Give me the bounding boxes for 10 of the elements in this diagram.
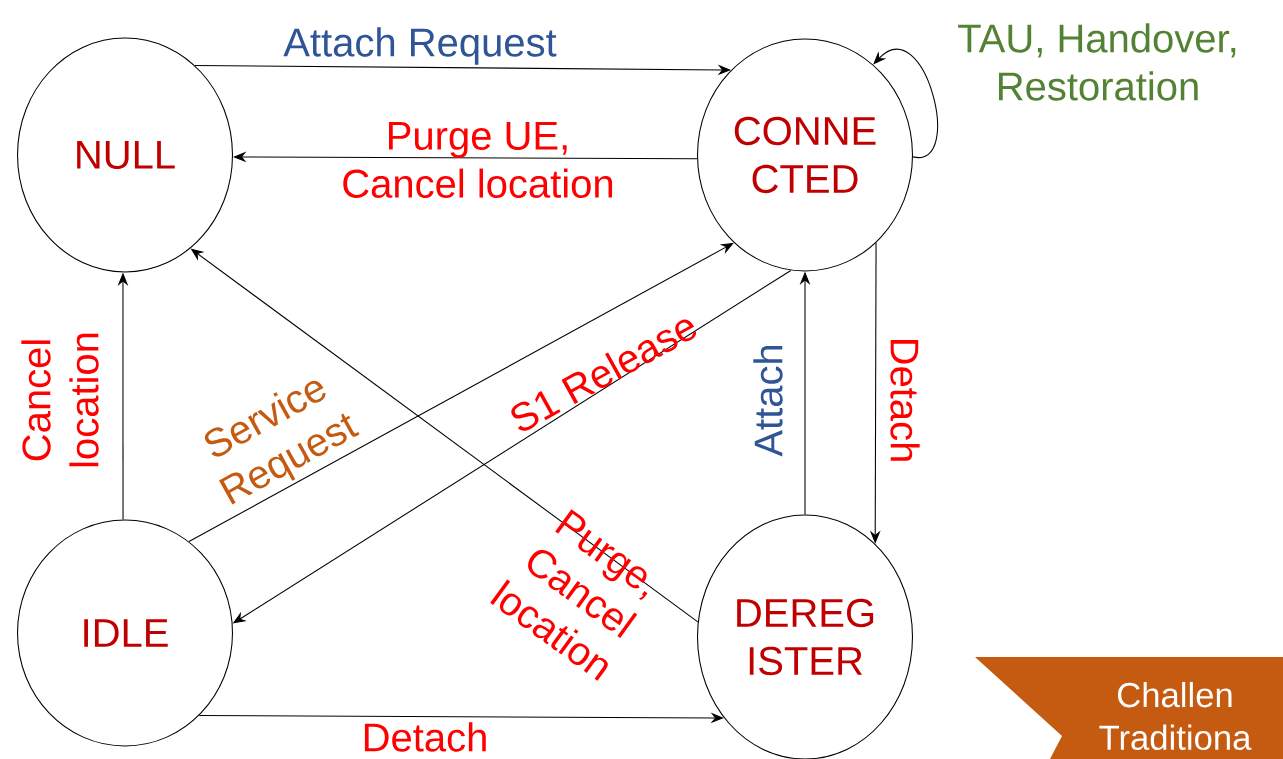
edge-label: Detach: [364, 722, 486, 752]
edge-label: TAU, Handover, Restoration: [958, 23, 1236, 101]
arrow: [873, 49, 939, 158]
edge-label: Cancel location: [21, 333, 99, 467]
arrow: [188, 242, 734, 543]
banner: Challen Traditiona: [975, 657, 1283, 759]
edge-label: Attach: [753, 345, 783, 457]
edge-label: Attach Request: [283, 27, 557, 65]
edge-label: Detach: [890, 339, 920, 461]
edge-label: Purge UE, Cancel location: [343, 122, 613, 198]
